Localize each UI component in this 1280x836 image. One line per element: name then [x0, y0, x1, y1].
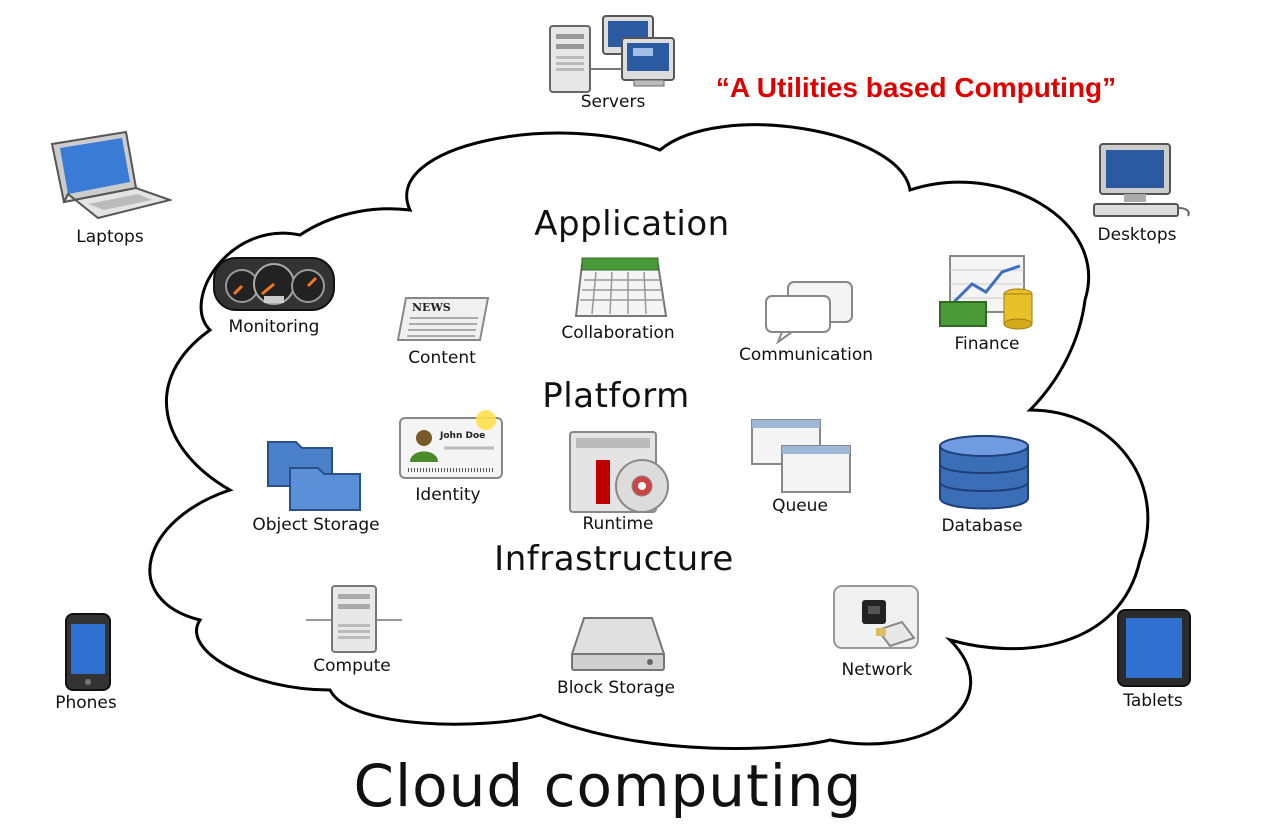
queue-label: Queue: [772, 496, 828, 516]
identity-label: Identity: [415, 485, 481, 505]
laptop-icon: [50, 130, 172, 220]
application-heading: Application: [534, 204, 730, 244]
folders-icon: [267, 441, 361, 511]
runtime-label: Runtime: [582, 514, 654, 534]
finance-chart-icon: [939, 255, 1033, 330]
laptops-label: Laptops: [76, 227, 144, 247]
calendar-icon: [574, 257, 668, 317]
collaboration-label: Collaboration: [561, 323, 675, 343]
news-text: NEWS: [412, 301, 451, 314]
infrastructure-heading: Infrastructure: [494, 539, 734, 579]
compute-label: Compute: [313, 656, 391, 676]
server-tower-icon: [306, 585, 402, 653]
tablet-icon: [1117, 609, 1191, 687]
id-card-icon: John Doe: [399, 410, 503, 479]
monitoring-label: Monitoring: [228, 317, 320, 337]
platform-heading: Platform: [542, 376, 690, 416]
newspaper-icon: NEWS: [396, 297, 490, 341]
network-port-icon: [833, 585, 919, 649]
hard-drive-icon: [570, 617, 666, 671]
finance-label: Finance: [954, 334, 1020, 354]
id-name-text: John Doe: [439, 431, 485, 441]
database-label: Database: [941, 516, 1023, 536]
queue-windows-icon: [751, 419, 851, 493]
content-label: Content: [408, 348, 476, 368]
gauge-icon: [213, 257, 335, 311]
phone-icon: [65, 613, 111, 691]
speech-bubbles-icon: [765, 281, 853, 344]
network-label: Network: [841, 660, 913, 680]
desktop-icon: [1093, 143, 1190, 217]
tablets-label: Tablets: [1123, 691, 1183, 711]
desktops-label: Desktops: [1097, 225, 1177, 245]
phones-label: Phones: [55, 693, 117, 713]
page-title: Cloud computing: [353, 752, 863, 820]
runtime-disc-icon: [569, 431, 669, 513]
block-storage-label: Block Storage: [557, 678, 675, 698]
database-icon: [939, 435, 1029, 510]
servers-label: Servers: [580, 92, 646, 112]
tagline: “A Utilities based Computing”: [715, 72, 1117, 103]
object-storage-label: Object Storage: [252, 515, 380, 535]
communication-label: Communication: [739, 345, 873, 365]
servers-icon: [549, 15, 675, 93]
